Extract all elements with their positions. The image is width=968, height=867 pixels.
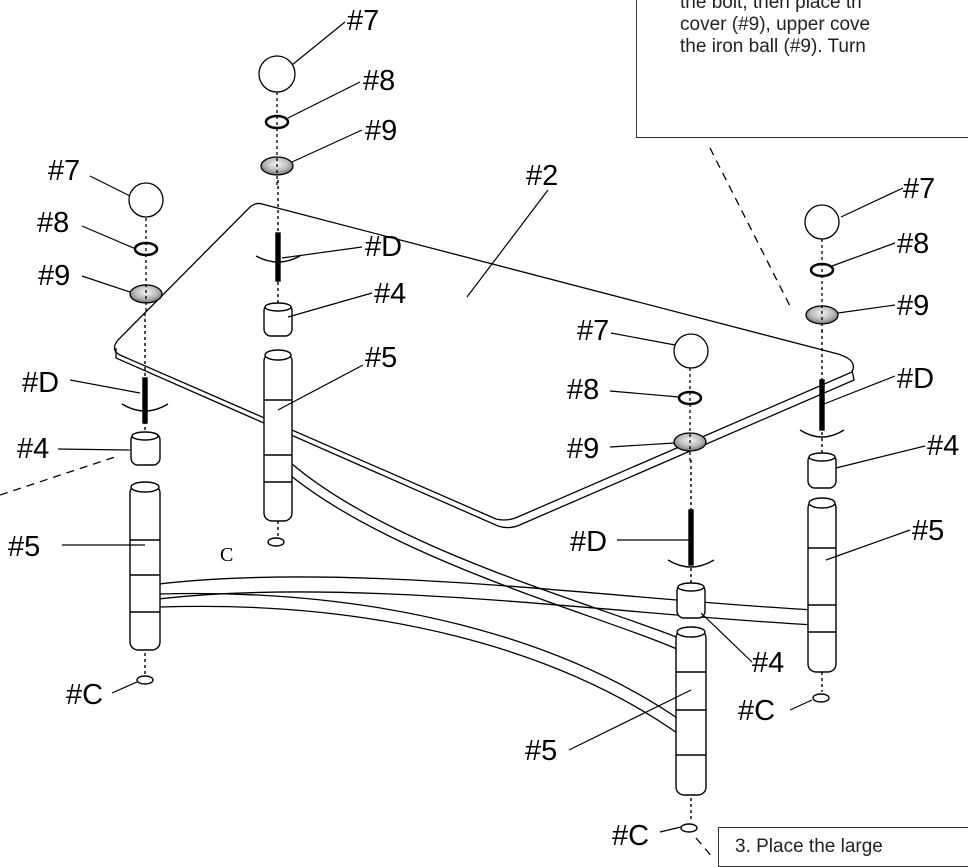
hardware-stack-back-left <box>258 55 296 185</box>
callout-line-1: the bolt, then place th <box>680 0 862 13</box>
label-bolt-back-right: #D <box>897 363 934 395</box>
callout-pointers <box>0 147 791 859</box>
label-cap-back-right: #C <box>738 695 775 727</box>
label-washer-front-right: #8 <box>567 374 599 406</box>
label-cap-front-right: #C <box>612 820 649 852</box>
part-labels: #7 #8 #9 #2 #D #4 #5 C #7 #8 #9 #D #4 #5… <box>8 5 959 852</box>
label-bolt-front-right: #D <box>570 526 607 558</box>
label-leg-back-left: #5 <box>365 342 397 374</box>
leg-back-left <box>255 180 301 547</box>
label-spacer-back-right: #4 <box>927 430 959 462</box>
label-cover-front-right: #9 <box>567 433 599 465</box>
label-leg-back-right: #5 <box>912 515 944 547</box>
label-cap-front-left: #C <box>66 679 103 711</box>
label-bolt-back-left: #D <box>365 231 402 263</box>
label-ball-back-left: #7 <box>347 5 379 37</box>
callout-bottom-text: 3. Place the large <box>735 836 883 857</box>
label-cover-front-left: #9 <box>38 260 70 292</box>
callout-line-3: the iron ball (#9). Turn <box>680 36 866 57</box>
table-top <box>113 202 855 529</box>
label-bolt-front-left: #D <box>22 367 59 399</box>
stretcher-braces <box>149 454 816 736</box>
leg-front-left <box>121 313 169 685</box>
instruction-callout-top: the bolt, then place th cover (#9), uppe… <box>636 0 968 138</box>
label-cover-back-right: #9 <box>897 290 929 322</box>
hardware-stack-back-right <box>804 204 840 335</box>
label-spacer-front-left: #4 <box>17 433 49 465</box>
label-leg-front-left: #5 <box>8 531 40 563</box>
label-washer-back-right: #8 <box>897 228 929 260</box>
instruction-callout-bottom: 3. Place the large <box>718 827 968 867</box>
label-leg-front-right: #5 <box>525 735 557 767</box>
label-cap-back-left: C <box>220 544 233 566</box>
leg-front-right <box>667 460 715 833</box>
label-ball-back-right: #7 <box>903 173 935 205</box>
label-cover-back-left: #9 <box>365 115 397 147</box>
label-ball-front-right: #7 <box>577 315 609 347</box>
label-ball-front-left: #7 <box>48 155 80 187</box>
leader-lines <box>57 21 926 833</box>
hardware-stack-front-right <box>673 333 709 462</box>
label-table-top: #2 <box>526 160 558 192</box>
label-spacer-front-right: #4 <box>752 647 784 679</box>
label-washer-front-left: #8 <box>37 207 69 239</box>
label-washer-back-left: #8 <box>363 65 395 97</box>
callout-line-2: cover (#9), upper cove <box>680 14 871 35</box>
hardware-stack-front-left <box>128 182 164 313</box>
leg-back-right <box>799 330 845 703</box>
label-spacer-back-left: #4 <box>374 278 406 310</box>
